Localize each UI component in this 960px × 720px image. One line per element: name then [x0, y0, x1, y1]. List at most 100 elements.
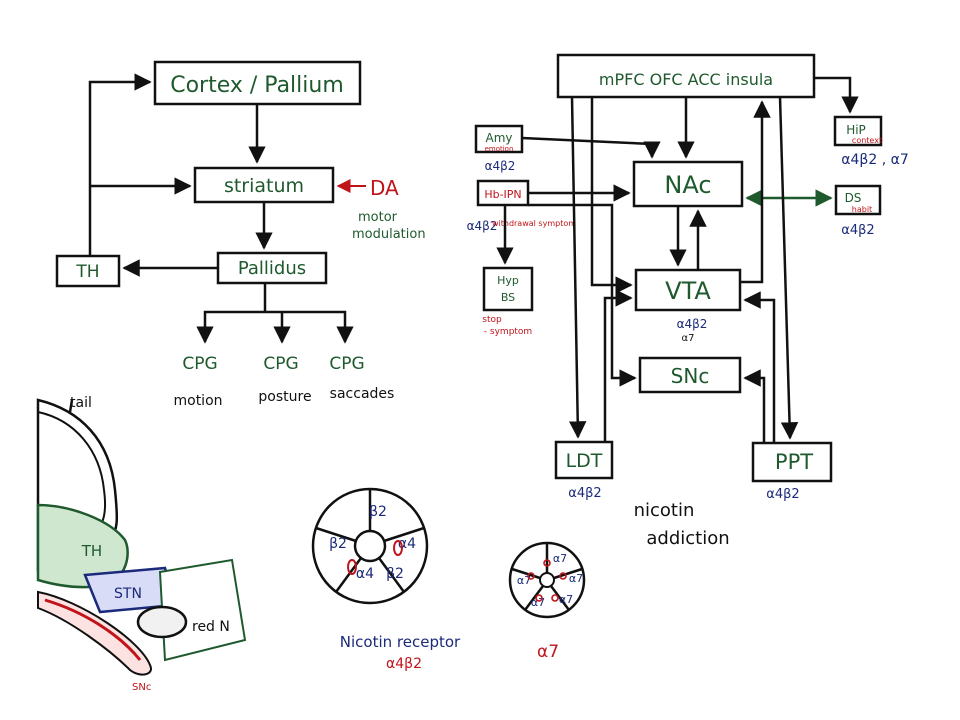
title-addiction: addiction [646, 528, 729, 549]
hyp-sub-2: - symptom [484, 327, 532, 337]
title-nicotin: nicotin [634, 500, 695, 521]
snc-shape [37, 590, 152, 676]
binding-site-2 [347, 559, 357, 575]
prefrontal-vta-arrow [590, 97, 633, 294]
snc-box [638, 356, 742, 394]
prefrontal-ppt-arrow [778, 96, 799, 440]
homo-subunit-2: α7 [569, 572, 583, 585]
hyp-sub-1: stop [482, 315, 502, 325]
ldt-receptor: α4β2 [568, 486, 601, 501]
homo-caption: α7 [537, 642, 559, 662]
vta-receptor-2: α7 [682, 333, 695, 344]
vta-prefrontal-arrow [740, 100, 771, 284]
hetero-caption-subtype: α4β2 [386, 656, 422, 672]
nicotine-circuit: mPFC OFC ACC insula Amy emotion α4β2 Hb-… [467, 53, 909, 549]
basal-ganglia-diagram: Cortex / Pallium striatum DA motor modul… [55, 60, 426, 409]
homo-subunit-5: α7 [517, 574, 531, 587]
snc-label: SNc [671, 364, 710, 388]
ppt-receptor: α4β2 [766, 487, 799, 502]
ds-label: DS [845, 191, 862, 205]
hetero-divider [334, 557, 363, 593]
nac-box [632, 160, 744, 208]
ds-sub: habit [852, 205, 872, 214]
ds-receptor: α4β2 [841, 223, 874, 238]
hetero-divider [377, 557, 406, 593]
homo-divider [550, 585, 570, 611]
red-n-label: red N [192, 619, 230, 635]
output-posture: posture [258, 389, 311, 405]
prefrontal-label: mPFC OFC ACC insula [599, 70, 773, 89]
cpg-motion: CPG [182, 354, 217, 374]
homo-divider [524, 585, 544, 611]
hetero-subunit-4: α4 [356, 566, 374, 582]
homo-site [559, 572, 567, 580]
hyp-label: Hyp [497, 274, 519, 287]
hetero-caption: Nicotin receptor [340, 633, 461, 651]
amy-sub: emotion [485, 145, 514, 153]
output-motion: motion [173, 393, 222, 409]
th-cortex-arrow [88, 73, 152, 256]
prefrontal-ldt-arrow [568, 96, 587, 439]
snc-red-line [44, 598, 142, 661]
thalamus-shape [36, 503, 129, 589]
amy-receptor: α4β2 [485, 159, 516, 173]
tail-pointer [68, 399, 74, 413]
motor-label: motor [358, 210, 398, 225]
ds-box [834, 184, 882, 216]
homo-subunit-4: α7 [531, 596, 545, 609]
output-saccades: saccades [330, 386, 395, 402]
bs-label: BS [501, 291, 515, 304]
hyp-bs-box [482, 266, 534, 312]
anatomy-th-label: TH [81, 542, 102, 560]
hb-sub: withdrawal symptom [492, 219, 576, 228]
homo-divider [511, 567, 541, 580]
ppt-label: PPT [775, 450, 813, 474]
anatomy-sketch: TH STN tail red N SNc [36, 395, 247, 693]
nicotinic-receptor-alpha7: α7 α7 α7 α7 α7 α7 [508, 541, 586, 662]
homo-subunit-3: α7 [559, 593, 573, 606]
cpg-branch [203, 310, 347, 318]
th-label: TH [75, 262, 99, 282]
hip-box [833, 115, 883, 147]
homo-pore [539, 572, 555, 588]
pallidus-label: Pallidus [238, 258, 306, 279]
ppt-box [751, 441, 833, 483]
prefrontal-hip-arrow [814, 76, 859, 114]
da-label: DA [370, 176, 399, 200]
vta-label: VTA [665, 277, 711, 305]
hetero-divider [383, 526, 425, 543]
hetero-pore [353, 529, 387, 563]
modulation-label: modulation [352, 227, 426, 242]
receptor-diagrams: β2 α4 β2 α4 β2 Nicotin receptor α4β2 α7 … [311, 487, 586, 672]
amy-label: Amy [486, 131, 513, 145]
homo-site [535, 594, 543, 602]
homo-subunit-1: α7 [553, 552, 567, 565]
nac-label: NAc [664, 171, 711, 199]
hip-receptor: α4β2 , α7 [841, 152, 908, 168]
tail-label: tail [70, 395, 92, 411]
cortex-label: Cortex / Pallium [170, 73, 344, 98]
ldt-label: LDT [566, 450, 603, 472]
homo-site [527, 572, 535, 580]
hb-ipn-label: Hb-IPN [484, 188, 521, 201]
nicotinic-receptor-alpha4beta2: β2 α4 β2 α4 β2 Nicotin receptor α4β2 [311, 487, 461, 672]
hb-snc-arrow [528, 203, 637, 387]
hetero-subunit-5: β2 [329, 536, 347, 552]
hetero-subunit-1: β2 [369, 504, 387, 520]
vta-receptor-1: α4β2 [677, 317, 708, 331]
ldt-box [554, 440, 614, 480]
ppt-snc-arrow [743, 369, 766, 443]
amy-nac-arrow [521, 136, 661, 159]
vta-box [634, 268, 742, 312]
hetero-subunit-3: β2 [386, 566, 404, 582]
hetero-divider [315, 526, 357, 543]
ppt-vta-arrow [743, 291, 776, 443]
striatum-label: striatum [224, 175, 304, 197]
hip-sub: context [852, 136, 882, 145]
prefrontal-box [556, 53, 816, 99]
hip-label: HiP [846, 123, 866, 137]
homo-divider [553, 567, 583, 580]
th-box [55, 254, 121, 288]
homo-site [551, 594, 559, 602]
